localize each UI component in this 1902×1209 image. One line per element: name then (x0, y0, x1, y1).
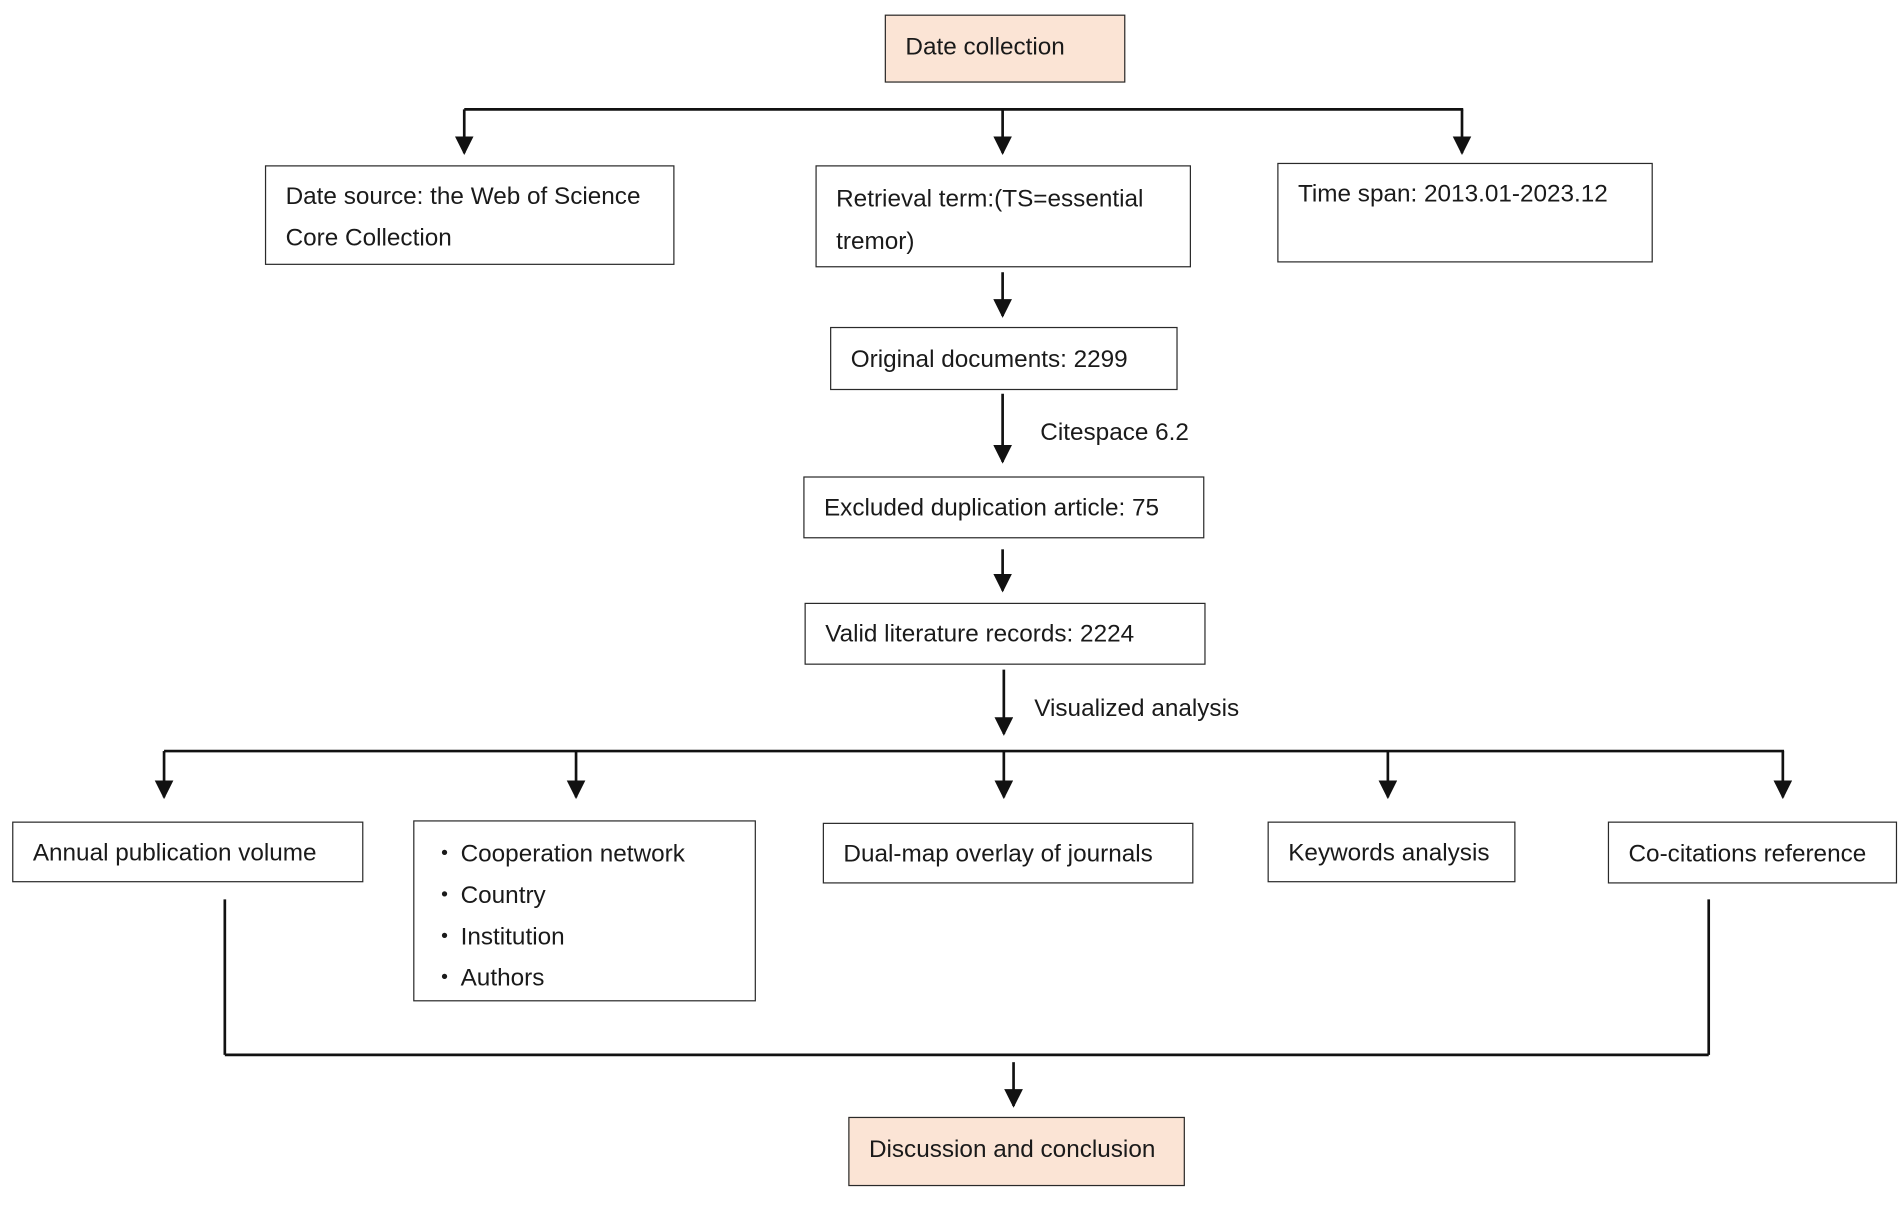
original-documents-label: Original documents: 2299 (850, 346, 1128, 374)
original-documents-box: Original documents: 2299 (830, 326, 1178, 391)
visualized-analysis-label: Visualized analysis (1034, 695, 1240, 722)
co-citations-label: Co-citations reference (1628, 840, 1867, 868)
date-collection-label: Date collection (905, 34, 1065, 61)
date-collection-box: Date collection (884, 14, 1126, 83)
annual-publication-box: Annual publication volume (12, 821, 364, 883)
cooperation-item: Authors (441, 958, 755, 999)
keywords-box: Keywords analysis (1267, 821, 1516, 883)
annual-publication-label: Annual publication volume (32, 839, 317, 867)
citespace-label: Citespace 6.2 (1040, 419, 1189, 447)
dual-map-label: Dual-map overlay of journals (843, 840, 1153, 868)
retrieval-term-label: Retrieval term:(TS=essential tremor) (836, 185, 1144, 256)
cooperation-box: Cooperation network Country Institution … (413, 820, 756, 1002)
cooperation-item: Cooperation network (441, 834, 755, 875)
retrieval-term-box: Retrieval term:(TS=essential tremor) (815, 165, 1191, 268)
data-source-box: Date source: the Web of Science Core Col… (264, 165, 675, 265)
co-citations-box: Co-citations reference (1607, 821, 1898, 884)
excluded-duplication-label: Excluded duplication article: 75 (823, 494, 1160, 522)
discussion-label: Discussion and conclusion (868, 1136, 1156, 1164)
time-span-box: Time span: 2013.01-2023.12 (1277, 162, 1653, 263)
cooperation-item: Country (441, 875, 755, 916)
cooperation-list: Cooperation network Country Institution … (441, 834, 755, 999)
excluded-duplication-box: Excluded duplication article: 75 (803, 476, 1205, 539)
keywords-label: Keywords analysis (1288, 839, 1490, 867)
discussion-box: Discussion and conclusion (848, 1116, 1185, 1187)
valid-records-box: Valid literature records: 2224 (804, 602, 1206, 665)
time-span-label: Time span: 2013.01-2023.12 (1297, 181, 1608, 208)
data-source-label: Date source: the Web of Science Core Col… (285, 183, 641, 252)
cooperation-item: Institution (441, 916, 755, 957)
dual-map-box: Dual-map overlay of journals (822, 822, 1194, 884)
valid-records-label: Valid literature records: 2224 (825, 621, 1135, 648)
